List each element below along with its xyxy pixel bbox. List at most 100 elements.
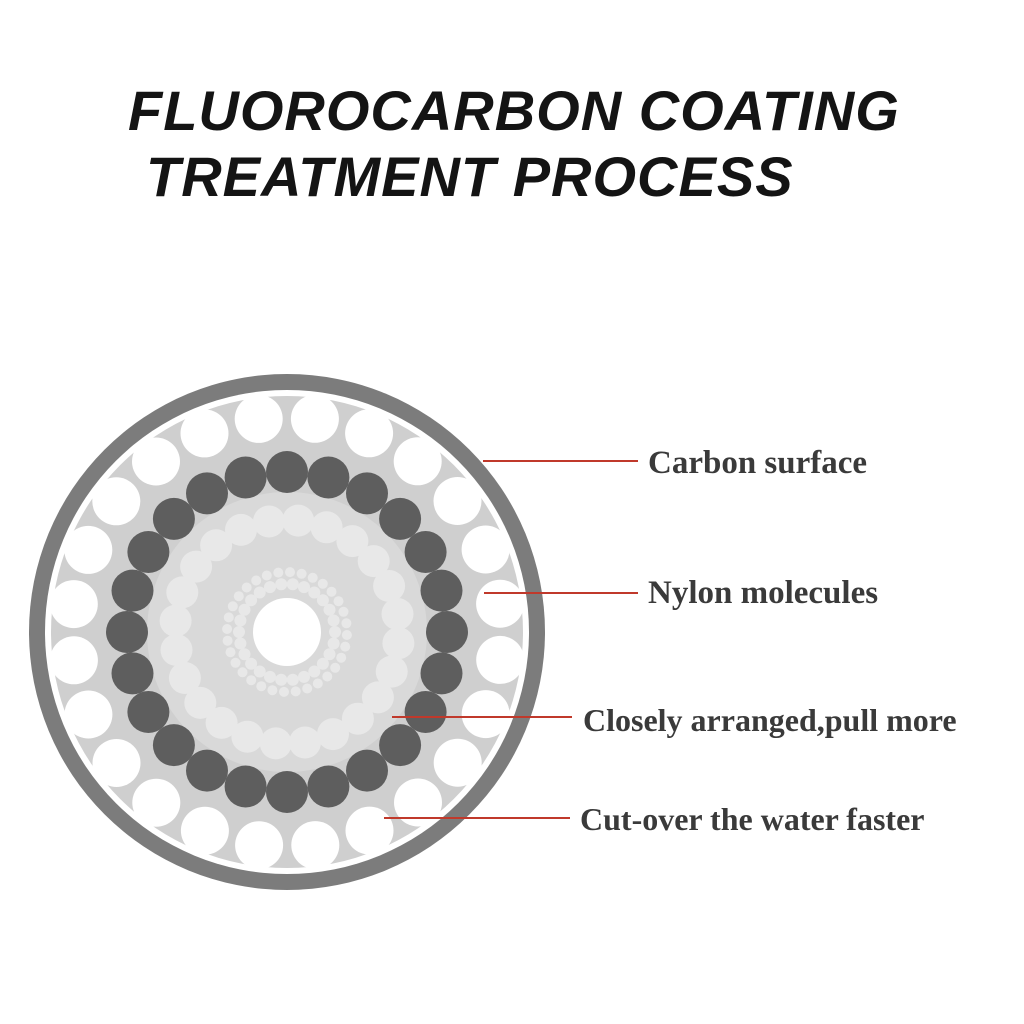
core-molecule-outer xyxy=(285,567,295,578)
inner-molecule xyxy=(310,511,343,544)
inner-molecule xyxy=(382,627,415,660)
core-molecule xyxy=(327,614,340,627)
closely-arranged-molecule xyxy=(266,451,308,493)
core-molecule xyxy=(327,637,340,650)
nylon-molecule-outer xyxy=(92,739,141,787)
core-molecule xyxy=(308,665,321,678)
title-line-1: FLUOROCARBON COATING xyxy=(128,79,900,142)
core-molecule xyxy=(323,603,336,616)
inner-molecule xyxy=(184,686,217,719)
core-molecule-outer xyxy=(223,612,234,623)
closely-arranged-molecule xyxy=(152,497,195,540)
nylon-molecule-outer xyxy=(64,690,113,739)
core-molecule-outer xyxy=(233,591,244,602)
nylon-molecule-outer xyxy=(290,394,339,443)
core-molecule-outer xyxy=(336,652,347,663)
inner-molecule xyxy=(361,681,394,714)
core-molecule-outer xyxy=(341,630,352,640)
nylon-molecule-outer xyxy=(433,477,482,525)
closely-arranged-molecule xyxy=(111,652,154,695)
core-molecule-outer xyxy=(307,572,318,583)
inner-molecule xyxy=(166,576,199,609)
core-molecule xyxy=(238,603,251,616)
inner-molecule xyxy=(253,505,285,538)
nylon-molecule-outer xyxy=(234,394,283,443)
closely-arranged-molecule xyxy=(404,531,447,573)
closely-arranged-molecule xyxy=(127,531,170,573)
inner-molecule xyxy=(381,598,414,630)
inner-molecule xyxy=(282,504,315,537)
nylon-molecule-outer xyxy=(476,579,525,628)
inner-molecule xyxy=(205,706,238,739)
nylon-molecule-outer xyxy=(345,806,394,855)
closely-arranged-molecule xyxy=(426,611,468,653)
inner-molecule xyxy=(336,525,369,558)
core-molecule xyxy=(234,637,247,650)
core-molecule-outer xyxy=(246,675,257,686)
closely-arranged-molecule xyxy=(152,724,195,767)
inner-molecule xyxy=(375,655,408,688)
core-molecule xyxy=(329,626,341,638)
nylon-molecule-outer xyxy=(461,690,510,739)
inner-molecule xyxy=(159,604,192,637)
core-molecule-outer xyxy=(341,618,352,629)
closely-arranged-molecule xyxy=(266,771,308,813)
core-molecule-outer xyxy=(261,570,272,581)
closely-arranged-molecule xyxy=(106,611,148,653)
core-molecule-outer xyxy=(237,667,248,678)
core-molecule-outer xyxy=(222,624,233,634)
core-molecule xyxy=(275,673,288,686)
core-molecule-outer xyxy=(317,578,328,589)
nylon-molecule-outer xyxy=(49,580,98,629)
label-closely-arranged: Closely arranged,pull more xyxy=(583,702,957,738)
closely-arranged-molecule xyxy=(420,652,463,695)
core-molecule-outer xyxy=(279,686,289,697)
core-molecule-outer xyxy=(227,601,238,612)
inner-molecule xyxy=(259,727,292,760)
inner-molecule xyxy=(231,720,264,753)
core-molecule-outer xyxy=(326,586,337,597)
closely-arranged-molecule xyxy=(111,569,154,612)
core-molecule xyxy=(286,673,299,686)
nylon-molecule-outer xyxy=(49,636,98,685)
core-molecule xyxy=(253,586,266,599)
closely-arranged-molecule xyxy=(379,724,422,767)
diagram-title: FLUOROCARBON COATING TREATMENT PROCESS xyxy=(0,78,1024,210)
core-molecule-outer xyxy=(330,662,341,673)
closely-arranged-molecule xyxy=(307,456,350,499)
closely-arranged-molecule xyxy=(186,472,228,515)
core-molecule-outer xyxy=(302,683,313,694)
closely-arranged-molecule xyxy=(127,691,170,733)
closely-arranged-molecule xyxy=(346,749,388,792)
label-nylon-molecules: Nylon molecules xyxy=(648,575,878,611)
core-molecule-outer xyxy=(225,647,236,658)
core-molecule-outer xyxy=(241,582,252,593)
title-line-2: TREATMENT PROCESS xyxy=(146,145,794,208)
nylon-molecule-outer xyxy=(461,525,510,574)
inner-molecule xyxy=(160,634,193,666)
core-molecule xyxy=(316,657,329,670)
core-molecule-outer xyxy=(273,567,284,578)
inner-molecule xyxy=(200,529,233,562)
core-molecule xyxy=(233,626,245,638)
core-molecule xyxy=(316,594,329,607)
core-molecule-outer xyxy=(296,568,307,579)
core-molecule-outer xyxy=(322,671,333,682)
nylon-molecule-outer xyxy=(345,409,394,458)
core-molecule-outer xyxy=(267,685,278,696)
core-molecule xyxy=(238,648,251,661)
core-molecule xyxy=(275,578,288,591)
inner-molecule xyxy=(168,662,201,694)
inner-molecule xyxy=(357,545,390,578)
core-molecule xyxy=(264,581,276,594)
core-molecule xyxy=(308,586,321,599)
nylon-molecule-outer xyxy=(132,437,180,486)
nylon-molecule-outer xyxy=(476,635,525,684)
core-molecule xyxy=(245,657,258,670)
nylon-molecule-outer xyxy=(180,409,229,458)
core-molecule xyxy=(234,614,247,627)
core-molecule xyxy=(286,578,299,591)
core-molecule xyxy=(323,648,336,661)
core-molecule-outer xyxy=(338,606,349,617)
